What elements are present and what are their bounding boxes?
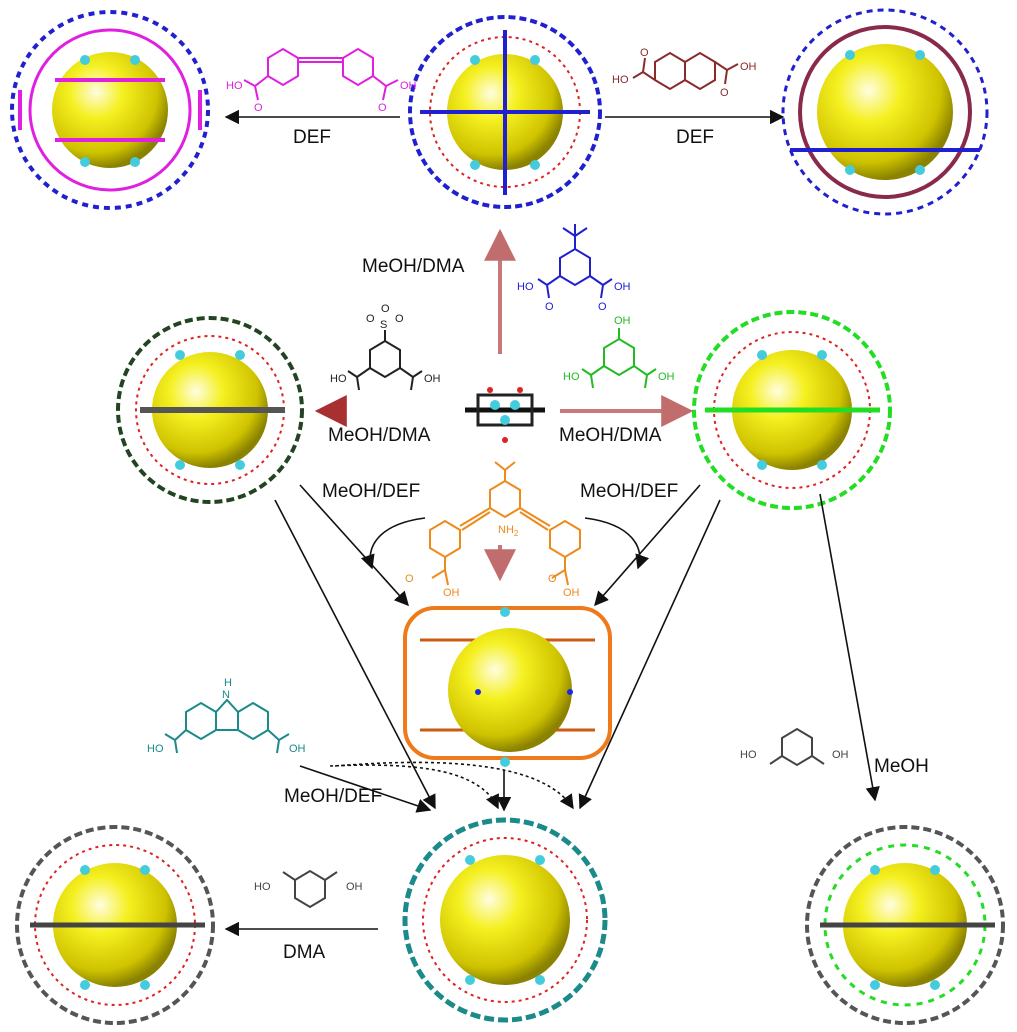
linker-green: OH HO OH: [563, 315, 675, 389]
atom-o: O: [405, 573, 414, 585]
linker-isophthalic-bottom: HO OH: [254, 869, 363, 909]
atom-oh: OH: [658, 371, 675, 383]
arrow-to-bottom-right: [819, 493, 880, 802]
arrow-green-to-orange: [594, 484, 701, 607]
atom-oh: OH: [832, 749, 849, 761]
label-left: MeOH/DMA: [328, 425, 431, 446]
atom-ho: HO: [612, 74, 629, 86]
atom-h: H: [224, 677, 232, 689]
linker-carbazole: N H HO OH: [147, 677, 306, 755]
dotted-arrow-center: [329, 764, 499, 810]
atom-o: O: [395, 313, 404, 325]
label-top-right: DEF: [676, 127, 714, 148]
atom-o: O: [548, 573, 557, 585]
label-top-left: DEF: [293, 127, 331, 148]
atom-o: O: [381, 303, 390, 315]
cage-green-mid-right: [692, 310, 892, 510]
label-lower-left: MeOH/DEF: [322, 481, 420, 502]
reaction-arrows: [224, 109, 880, 937]
cage-darkgreen-mid-left: [116, 316, 304, 504]
atom-o: O: [598, 301, 607, 313]
atom-ho: HO: [740, 749, 757, 761]
label-carbazole: MeOH/DEF: [284, 786, 382, 807]
atom-oh: OH: [614, 281, 631, 293]
linker-blue: HO OH O O: [517, 224, 631, 313]
atom-o: O: [640, 47, 649, 59]
atom-oh: OH: [424, 373, 441, 385]
cage-gray-green-bottom-right: [805, 825, 1005, 1025]
atom-nh2: NH2: [498, 524, 519, 538]
reaction-labels: DEF DEF MeOH/DMA MeOH/DMA MeOH/DMA MeOH/…: [283, 127, 929, 963]
atom-n: N: [222, 689, 230, 701]
arrow-carbazole: [299, 765, 432, 813]
arrow-darkgreen-to-orange: [299, 484, 409, 607]
central-paddlewheel: [465, 387, 545, 443]
atom-ho: HO: [226, 80, 243, 92]
atom-o: O: [720, 87, 729, 99]
cage-blue-top-center: [408, 15, 602, 209]
atom-o: O: [378, 102, 387, 114]
atom-oh: OH: [289, 743, 306, 755]
label-far-right: MeOH: [874, 756, 929, 777]
cage-magenta-top-left: [10, 10, 210, 210]
atom-o: O: [366, 313, 375, 325]
linker-sulfonate: S O O O HO OH: [330, 303, 441, 391]
atom-ho: HO: [254, 881, 271, 893]
arrow-darkgreen-to-teal: [274, 499, 436, 810]
cage-brown-top-right: [781, 8, 989, 216]
linker-brown: HO OH O O: [612, 47, 757, 99]
atom-s: S: [380, 319, 387, 331]
atom-o: O: [545, 301, 554, 313]
curve-arrow-right: [584, 517, 650, 570]
cage-teal-bottom-center: [402, 817, 608, 1023]
curve-arrow-left: [360, 517, 426, 570]
cage-orange-center: [403, 606, 612, 767]
linker-magenta: HO OH O O: [226, 47, 417, 114]
atom-ho: HO: [147, 743, 164, 755]
label-up: MeOH/DMA: [362, 256, 465, 277]
atom-oh: OH: [563, 587, 580, 599]
atom-oh: OH: [400, 80, 417, 92]
linker-isophthalic-right: HO OH: [740, 727, 849, 767]
atom-oh: OH: [740, 61, 757, 73]
atom-ho: HO: [517, 281, 534, 293]
atom-ho: HO: [330, 373, 347, 385]
atom-oh: OH: [614, 315, 631, 327]
atom-oh: OH: [443, 587, 460, 599]
shaded-arrows: [314, 228, 694, 582]
atom-o: O: [254, 102, 263, 114]
atom-oh: OH: [346, 881, 363, 893]
label-lower-right: MeOH/DEF: [580, 481, 678, 502]
cage-gray-bottom-left: [15, 825, 215, 1025]
linker-orange: NH2 O OH O OH: [405, 461, 581, 599]
arrow-green-to-teal: [578, 499, 721, 810]
label-bottom: DMA: [283, 942, 326, 963]
label-right: MeOH/DMA: [559, 425, 662, 446]
atom-ho: HO: [563, 371, 580, 383]
dotted-arrow-right: [334, 761, 574, 810]
